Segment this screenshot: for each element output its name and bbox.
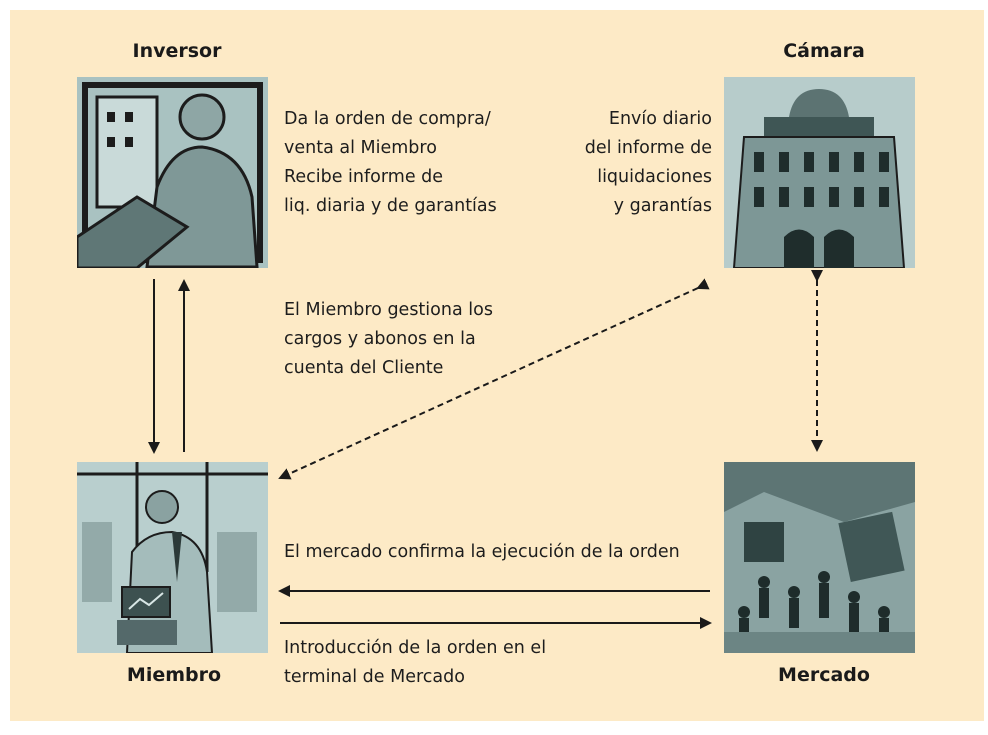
inversor-description-line: liq. diaria y de garantías <box>284 196 497 216</box>
miembro-illustration <box>77 462 268 653</box>
introduccion-line: terminal de Mercado <box>284 667 465 687</box>
inversor-description: Da la orden de compra/ venta al Miembro … <box>284 105 497 221</box>
mercado-illustration <box>724 462 915 653</box>
miembro-title: Miembro <box>126 664 222 686</box>
mercado-title: Mercado <box>778 664 870 686</box>
inversor-description-line: Da la orden de compra/ <box>284 109 491 129</box>
introduccion-text: Introducción de la orden en el terminal … <box>284 634 546 692</box>
inversor-illustration <box>77 77 268 268</box>
inversor-description-line: venta al Miembro <box>284 138 437 158</box>
inversor-title: Inversor <box>132 40 222 62</box>
camara-illustration <box>724 77 915 268</box>
dashed-arrow-camara-to-miembro <box>278 278 710 480</box>
camara-description-line: del informe de <box>584 138 712 158</box>
mercado-confirma-text: El mercado confirma la ejecución de la o… <box>284 538 680 567</box>
camara-description-line: Envío diario <box>608 109 712 129</box>
camara-description-line: y garantías <box>613 196 712 216</box>
camara-description: Envío diario del informe de liquidacione… <box>538 105 712 221</box>
camara-description-line: liquidaciones <box>597 167 712 187</box>
inversor-description-line: Recibe informe de <box>284 167 444 187</box>
introduccion-line: Introducción de la orden en el <box>284 638 547 658</box>
camara-title: Cámara <box>783 40 865 62</box>
mercado-confirma-line: El mercado confirma la ejecución de la o… <box>284 542 680 562</box>
